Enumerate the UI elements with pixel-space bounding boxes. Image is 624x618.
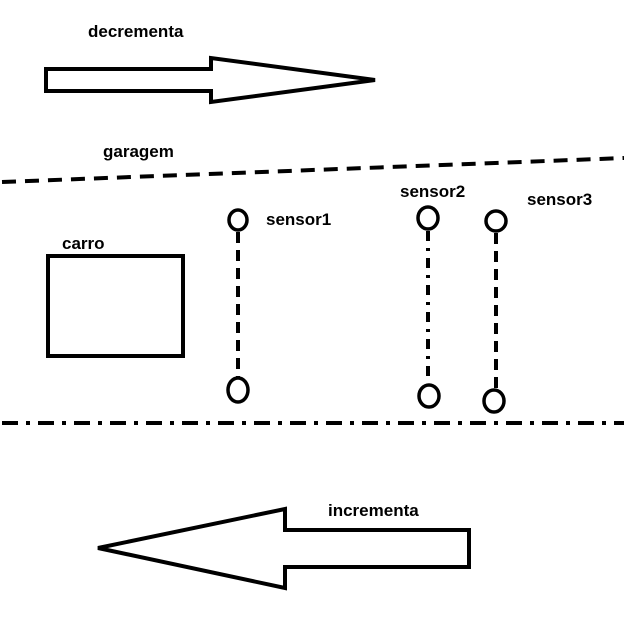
sensor2-beam — [416, 205, 441, 409]
sensor1-beam — [226, 208, 250, 404]
sensor2-receiver — [417, 383, 441, 409]
sensor2-emitter — [416, 205, 440, 231]
decrement-label: decrementa — [88, 22, 184, 41]
garage-top-wall — [1, 156, 624, 184]
increment-label: incrementa — [328, 501, 419, 520]
sensor1-receiver — [226, 376, 250, 404]
sensor3-beam — [482, 209, 508, 414]
decrement-arrow — [44, 55, 376, 105]
sensor1-emitter — [227, 208, 249, 232]
sensor3-receiver — [482, 388, 506, 414]
sensor2-label: sensor2 — [400, 182, 466, 201]
increment-arrow — [97, 506, 471, 591]
garage-label: garagem — [103, 142, 174, 161]
sensor3-label: sensor3 — [527, 190, 593, 209]
sensor1-label: sensor1 — [266, 210, 332, 229]
car-label: carro — [62, 234, 105, 253]
car-box — [46, 254, 185, 358]
sensor3-emitter — [484, 209, 508, 233]
